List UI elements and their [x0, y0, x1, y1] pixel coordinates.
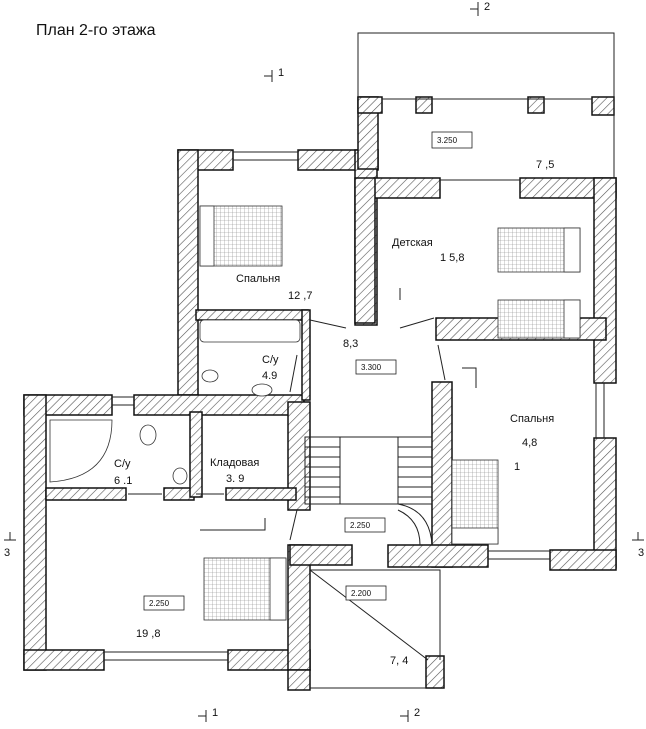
toilet-top [201, 369, 219, 383]
room-name: Кладовая [210, 457, 259, 469]
thin-lines [104, 32, 615, 689]
room-area: 7 ,5 [536, 159, 554, 171]
wall-segment [591, 96, 615, 116]
room-area: 3. 9 [226, 473, 244, 485]
axis-label: 1 [212, 707, 218, 719]
corner-bath [49, 419, 113, 483]
room-labels: Спальня 12 ,7 Детская 1 5,8 С/у 4.9 8,3 … [114, 159, 554, 667]
toilet-left [139, 424, 157, 446]
axis-2-top [470, 2, 479, 16]
wall-segment [287, 669, 311, 691]
axis-label: 1 [278, 67, 284, 79]
wall-segment [527, 96, 545, 114]
terrace-outline [357, 32, 615, 178]
sink-left [172, 467, 188, 485]
wall-segment [593, 437, 617, 569]
wall-segment [225, 487, 297, 501]
axis-labels: 1 2 1 2 3 3 [4, 1, 644, 719]
stair-well [339, 436, 399, 505]
wall-segment [387, 544, 489, 568]
sink-top [251, 383, 273, 397]
room-area: 19 ,8 [136, 628, 160, 640]
room-area: 12 ,7 [288, 290, 312, 302]
level-label: 2.200 [351, 589, 372, 598]
wall-segment [177, 149, 199, 396]
axis-3-right [632, 532, 644, 541]
wall-segment [431, 381, 453, 568]
axis-label: 2 [484, 1, 490, 13]
axis-label: 3 [638, 547, 644, 559]
axis-label: 2 [414, 707, 420, 719]
axis-label: 3 [4, 547, 10, 559]
balcony-diagonal [309, 569, 429, 661]
axis-1-top [264, 70, 273, 82]
level-label: 3.250 [437, 136, 458, 145]
wall-segment [593, 177, 617, 384]
wall-segment [357, 96, 383, 114]
stair-treads [305, 446, 433, 546]
room-area: 6 .1 [114, 475, 132, 487]
wall-segment [45, 487, 127, 501]
room-area: 4.9 [262, 370, 277, 382]
room-area: 7, 4 [390, 655, 408, 667]
room-area: 1 5,8 [440, 252, 464, 264]
room-name: Спальня [236, 273, 280, 285]
wall-segment [23, 649, 105, 671]
balcony-outline [310, 569, 441, 660]
axis-markers [4, 2, 644, 722]
axis-1-bottom [198, 710, 207, 722]
level-label: 2.250 [350, 521, 371, 530]
plan-title: План 2-го этажа [36, 22, 156, 39]
wall-segment [425, 655, 445, 689]
room-area-extra: 1 [514, 461, 520, 473]
walls [23, 96, 617, 691]
room-area: 8,3 [343, 338, 358, 350]
room-name: С/у [114, 458, 131, 470]
room-area: 4,8 [522, 437, 537, 449]
wall-segment [189, 411, 203, 498]
wall-segment [133, 394, 305, 416]
levels: 3.250 3.300 2.250 2.250 2.200 [149, 136, 458, 608]
axis-2-bottom [400, 710, 409, 722]
level-label: 2.250 [149, 599, 170, 608]
wall-segment [415, 96, 433, 114]
room-name: С/у [262, 354, 279, 366]
furniture [49, 205, 581, 621]
room-name: Детская [392, 237, 433, 249]
axis-3-left [4, 532, 16, 541]
wall-segment [549, 549, 617, 571]
wall-segment [301, 309, 311, 401]
wall-segment [195, 309, 309, 321]
bathtub [199, 319, 301, 343]
wall-segment [354, 177, 376, 324]
room-name: Спальня [510, 413, 554, 425]
wall-segment [289, 544, 353, 566]
wall-segment [373, 177, 441, 199]
level-label: 3.300 [361, 363, 382, 372]
level-boxes [143, 131, 473, 611]
wall-segment [23, 394, 47, 671]
